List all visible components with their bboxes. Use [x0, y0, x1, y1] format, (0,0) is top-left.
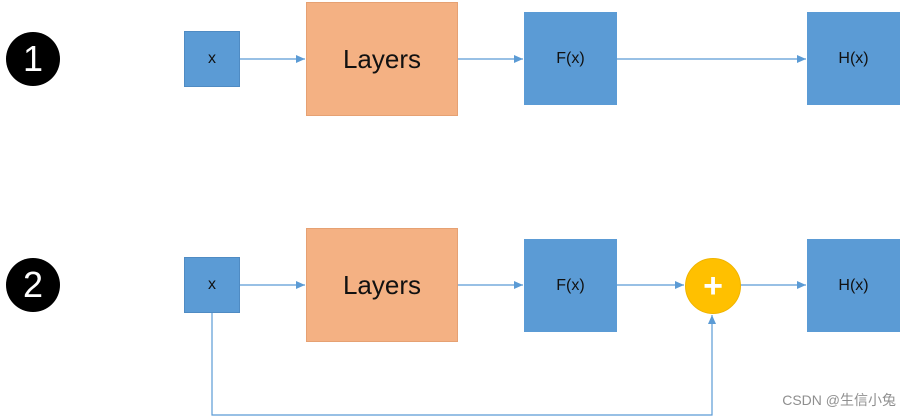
h-of-x-box-2: H(x)	[807, 239, 900, 332]
watermark: CSDN @生信小兔	[782, 392, 896, 408]
layers-box-2: Layers	[306, 228, 458, 342]
step-number-2: 2	[6, 258, 60, 312]
addition-node-icon: +	[685, 258, 741, 314]
h-of-x-box-1: H(x)	[807, 12, 900, 105]
input-x-box-2: x	[184, 257, 240, 313]
input-x-box-1: x	[184, 31, 240, 87]
step-number-1: 1	[6, 32, 60, 86]
skip-connection	[211, 313, 716, 416]
layers-box-1: Layers	[306, 2, 458, 116]
f-of-x-box-2: F(x)	[524, 239, 617, 332]
f-of-x-box-1: F(x)	[524, 12, 617, 105]
